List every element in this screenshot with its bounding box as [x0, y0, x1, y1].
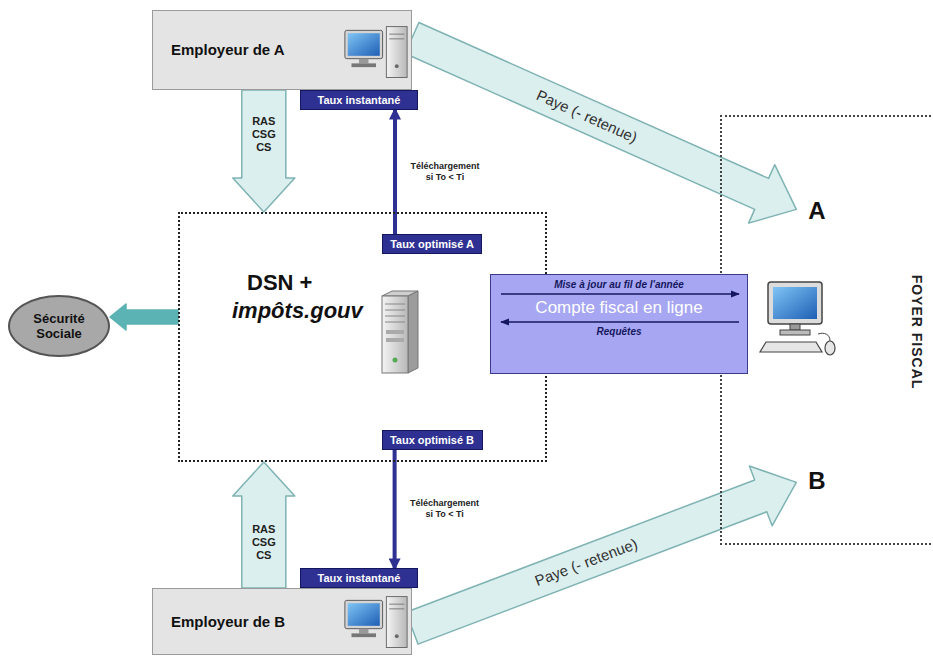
node-text: Taux instantané [318, 572, 401, 584]
block-arrow [405, 23, 796, 224]
person-label: B [800, 464, 834, 498]
block-arrow [233, 90, 295, 212]
household-region: FOYER FISCAL A B [720, 115, 933, 545]
node-text: Sécurité Sociale [16, 311, 102, 341]
server-icon [382, 291, 418, 373]
edge-label: RAS CSG CS [248, 115, 280, 154]
node-text: A [808, 197, 825, 225]
online-account-box: Mise à jour au fil de l'annéeCompte fisc… [490, 274, 748, 374]
rate-box: Taux instantané [300, 90, 418, 110]
node-text: B [808, 467, 825, 495]
rate-box: Taux optimisé B [382, 430, 483, 450]
arrow-line [501, 321, 739, 323]
person-label: A [800, 194, 834, 228]
rate-box: Taux instantané [300, 568, 418, 588]
node-text: Taux optimisé A [390, 238, 474, 250]
node-text: impôts.gouv [232, 298, 363, 324]
node-text: Taux optimisé B [390, 434, 474, 446]
node-text: Employeur de B [171, 613, 285, 630]
edge-label: Téléchargement si To < Ti [407, 161, 483, 183]
block-arrow [233, 462, 295, 588]
download-arrow [393, 450, 397, 568]
employer-box: Employeur de B [152, 588, 412, 655]
edge-label: Téléchargement si To < Ti [407, 498, 483, 520]
node-text: Compte fiscal en ligne [491, 298, 747, 318]
arrow-line [501, 293, 739, 295]
node-text: Taux instantané [318, 94, 401, 106]
computer-icon [343, 593, 409, 653]
download-arrow [393, 110, 397, 234]
node-text: Requêtes [491, 326, 747, 337]
block-arrow [110, 304, 178, 330]
node-text: Employeur de A [171, 41, 285, 58]
node-text: DSN + [247, 270, 312, 296]
node-text: Mise à jour au fil de l'année [491, 279, 747, 290]
edge-label: RAS CSG CS [248, 523, 280, 562]
employer-box: Employeur de A [152, 10, 412, 90]
rate-box: Taux optimisé A [382, 234, 482, 254]
computer-icon [760, 282, 835, 355]
node-text: FOYER FISCAL [909, 275, 925, 390]
organisation-ellipse: Sécurité Sociale [8, 295, 110, 357]
computer-icon [343, 23, 409, 83]
block-arrow [406, 466, 796, 644]
